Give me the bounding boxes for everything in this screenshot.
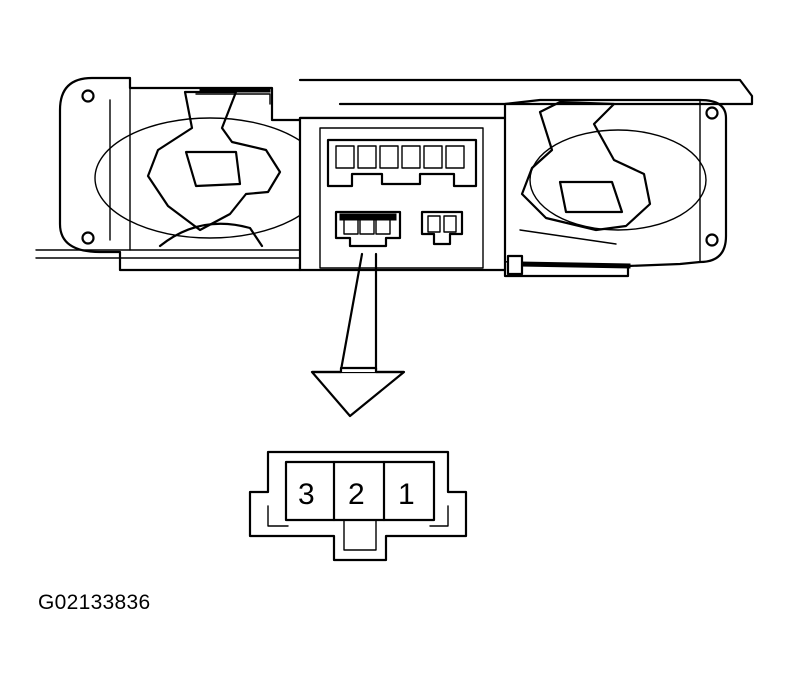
housing-outline xyxy=(35,76,754,278)
resistor-module xyxy=(298,116,507,272)
mounting-hole-top-left xyxy=(81,89,95,103)
callout-arrow xyxy=(310,252,406,418)
pin-1-text: 1 xyxy=(398,478,415,511)
wire-harness-left xyxy=(199,87,271,93)
pin-3-text: 3 xyxy=(298,478,315,511)
mounting-hole-bottom-right xyxy=(705,233,719,247)
pin-2-label: 2 xyxy=(348,478,365,511)
wire-harness-right xyxy=(489,254,631,276)
figure-code: G02133836 xyxy=(38,591,151,614)
mounting-hole-bottom-left xyxy=(81,231,95,245)
pin-3-label: 3 xyxy=(298,478,315,511)
right-fan-scroll xyxy=(519,100,707,245)
mounting-hole-top-right xyxy=(705,106,719,120)
small-connector-3-pin xyxy=(334,210,402,248)
pin-2-text: 2 xyxy=(348,478,365,511)
small-connector-2-pin xyxy=(420,210,464,246)
connector-face-enlarged xyxy=(248,450,468,562)
pin-1-label: 1 xyxy=(398,478,415,511)
left-fan-scroll xyxy=(94,90,326,248)
